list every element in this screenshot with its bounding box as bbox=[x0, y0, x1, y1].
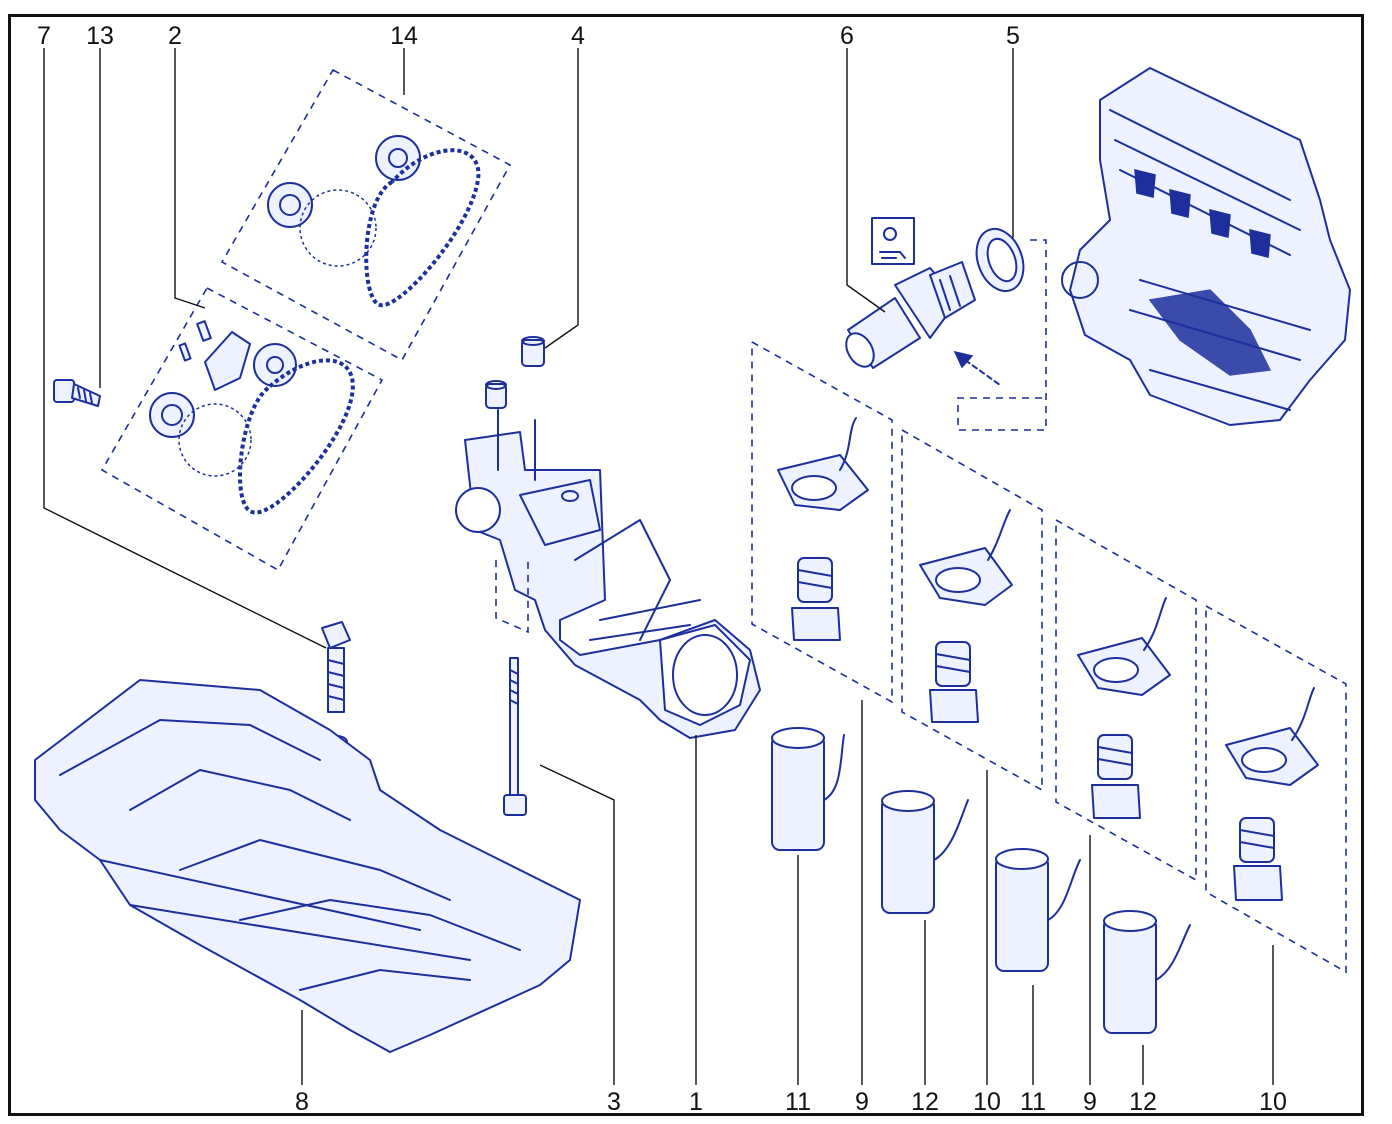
oil-pressure-warning-icon bbox=[871, 217, 915, 265]
part-8-oil-pan-baffle bbox=[34, 679, 581, 1053]
callout-6: 6 bbox=[840, 22, 854, 50]
callout-12-b: 12 bbox=[1129, 1088, 1157, 1116]
part-4-dowel-sleeves bbox=[485, 336, 545, 409]
part-1-oil-pump bbox=[455, 409, 761, 739]
part-11-sleeve-b bbox=[995, 848, 1081, 972]
part-3-pump-bolt bbox=[495, 560, 529, 816]
part-13-bolt bbox=[53, 379, 101, 407]
callout-10-b: 10 bbox=[1259, 1088, 1287, 1116]
engine-block-illustration bbox=[1061, 67, 1351, 426]
part-11-sleeve-a bbox=[771, 727, 845, 851]
callout-5: 5 bbox=[1006, 22, 1020, 50]
callout-7: 7 bbox=[37, 22, 51, 50]
callout-labels: 7 13 2 14 4 6 5 8 3 1 11 9 12 10 11 9 12… bbox=[37, 22, 1287, 1116]
callout-10-a: 10 bbox=[973, 1088, 1001, 1116]
callout-2: 2 bbox=[168, 22, 182, 50]
part-6-oil-pressure-sensor bbox=[845, 217, 1001, 386]
part-12-sleeve-b bbox=[1103, 910, 1191, 1034]
callout-11-a: 11 bbox=[785, 1088, 811, 1116]
callout-9-a: 9 bbox=[855, 1088, 869, 1116]
callout-9-b: 9 bbox=[1083, 1088, 1097, 1116]
part-9-jet-assembly-a bbox=[751, 341, 893, 704]
part-10-jet-assembly-a bbox=[901, 429, 1043, 792]
callout-8: 8 bbox=[295, 1088, 309, 1116]
callout-3: 3 bbox=[607, 1088, 621, 1116]
part-5-sealing-washer bbox=[957, 228, 1047, 431]
callout-4: 4 bbox=[571, 22, 585, 50]
part-9-jet-assembly-b bbox=[1055, 519, 1197, 882]
part-2-chain-tensioner-kit bbox=[100, 286, 384, 572]
leader-lines bbox=[43, 48, 1274, 1085]
part-14-timing-chain-kit bbox=[220, 68, 512, 362]
callout-14: 14 bbox=[390, 22, 418, 50]
part-10-jet-assembly-b bbox=[1205, 605, 1347, 974]
callout-11-b: 11 bbox=[1020, 1088, 1046, 1116]
callout-13: 13 bbox=[86, 22, 114, 50]
callout-12-a: 12 bbox=[911, 1088, 939, 1116]
part-12-sleeve-a bbox=[881, 790, 969, 914]
callout-1: 1 bbox=[689, 1088, 703, 1116]
